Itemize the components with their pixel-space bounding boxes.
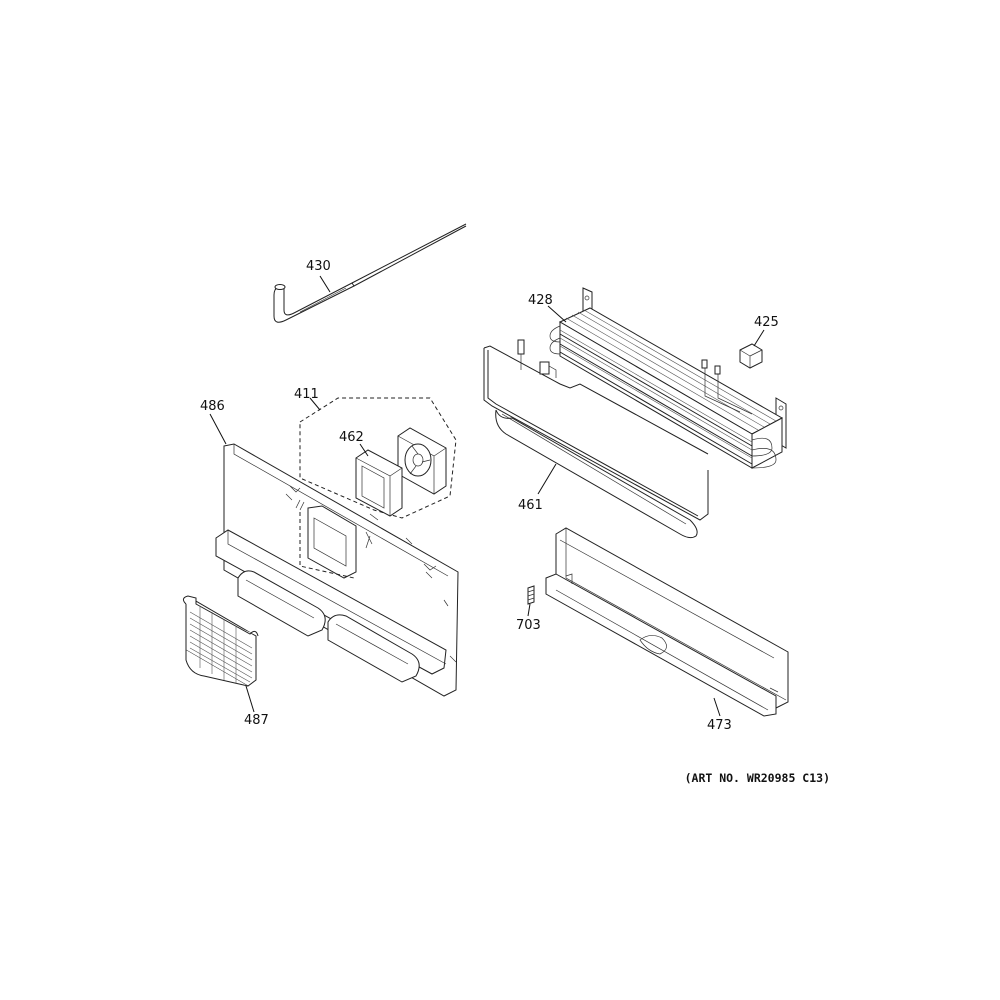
part-428-evaporator xyxy=(549,287,787,469)
callout-411: 411 xyxy=(294,387,319,402)
grille-slats xyxy=(189,606,253,684)
part-462-fan-bracket xyxy=(355,449,403,517)
part-430-tube xyxy=(273,223,467,323)
leader-lines xyxy=(209,275,765,717)
callout-428: 428 xyxy=(528,293,553,308)
part-461-heater xyxy=(483,339,709,539)
callout-703: 703 xyxy=(516,618,541,633)
art-number: (ART NO. WR20985 C13) xyxy=(685,771,830,785)
part-425-clip xyxy=(739,343,763,369)
callout-430: 430 xyxy=(306,259,331,274)
callout-487: 487 xyxy=(244,713,269,728)
callout-473: 473 xyxy=(707,718,732,733)
callout-486: 486 xyxy=(200,399,225,414)
part-487-grille xyxy=(182,595,259,687)
callout-462: 462 xyxy=(339,430,364,445)
fan-motor xyxy=(397,427,447,495)
part-486-cover-panel xyxy=(215,443,459,697)
callout-425: 425 xyxy=(754,315,779,330)
part-473-drain-trough xyxy=(545,527,789,717)
part-703-screw xyxy=(527,585,535,605)
callout-461: 461 xyxy=(518,498,543,513)
